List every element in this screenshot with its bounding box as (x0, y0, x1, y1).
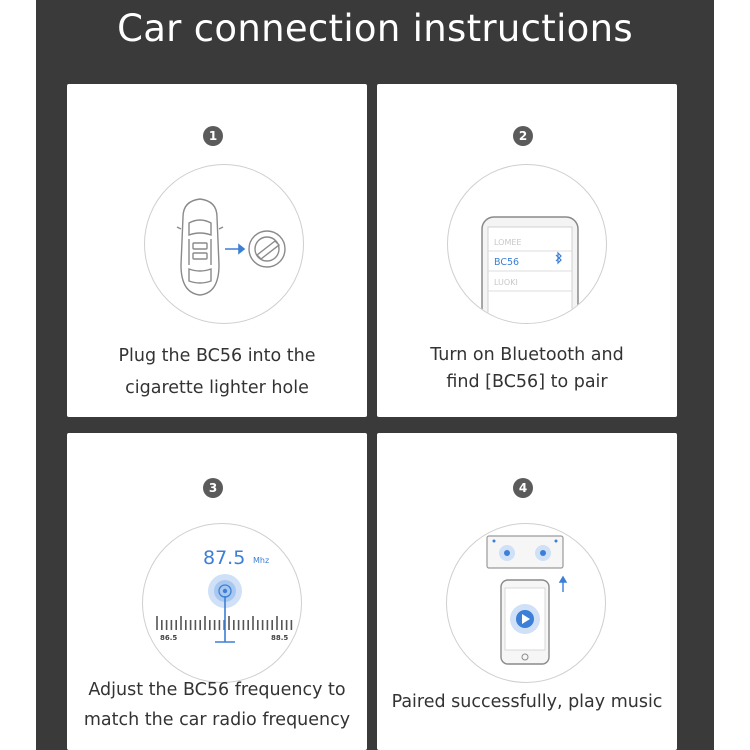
arrow-right-icon (225, 243, 246, 255)
device-list-item: LUOKI (494, 278, 518, 287)
frequency-tuning-illustration: 87.5 Mhz 86.5 88.5 (142, 523, 302, 683)
step-number-3: 3 (203, 478, 223, 498)
instructions-page: Car connection instructions 1 (36, 0, 714, 750)
radio-dial-icon: 87.5 Mhz 86.5 88.5 (156, 547, 293, 643)
caption-line: find [BC56] to pair (446, 372, 608, 392)
arrow-up-icon (558, 575, 568, 592)
play-music-illustration (446, 523, 606, 683)
step-card-1: 1 (67, 84, 367, 417)
step-number-4: 4 (513, 478, 533, 498)
car-plug-illustration (144, 164, 304, 324)
caption-line: match the car radio frequency (83, 710, 351, 730)
step-1-caption: Plug the BC56 into the cigarette lighter… (67, 340, 367, 404)
dial-min-label: 86.5 (160, 634, 177, 642)
caption-line: Turn on Bluetooth and (430, 345, 624, 365)
step-3-caption: Adjust the BC56 frequency to match the c… (67, 675, 367, 735)
device-list-item: LOMEE (494, 238, 521, 247)
device-list-item-selected: BC56 (494, 257, 519, 268)
caption-line: Adjust the BC56 frequency to (88, 680, 346, 700)
bluetooth-icon (555, 251, 562, 265)
page-title: Car connection instructions (117, 7, 633, 50)
signal-icon (208, 574, 242, 608)
caption-line: Plug the BC56 into the (118, 346, 316, 366)
play-icon (510, 604, 540, 634)
step-card-2: 2 LOMEE BC56 LUOKI Turn on Blueto (377, 84, 677, 417)
step-4-caption: Paired successfully, play music (377, 687, 677, 717)
frequency-unit: Mhz (253, 556, 269, 565)
phone-icon: LOMEE BC56 LUOKI (481, 216, 579, 323)
speaker-icon (486, 535, 564, 569)
step-2-caption: Turn on Bluetooth and find [BC56] to pai… (377, 342, 677, 396)
step-card-4: 4 (377, 433, 677, 750)
step-number-2: 2 (513, 126, 533, 146)
frequency-value: 87.5 (203, 547, 245, 569)
cigarette-lighter-icon (248, 230, 286, 268)
caption-line: Paired successfully, play music (391, 692, 663, 712)
caption-line: cigarette lighter hole (125, 378, 309, 398)
car-icon (176, 198, 224, 296)
bluetooth-pair-illustration: LOMEE BC56 LUOKI (447, 164, 607, 324)
step-card-3: 3 87.5 Mhz 86.5 88.5 Adjust the BC56 fre… (67, 433, 367, 750)
dial-max-label: 88.5 (271, 634, 288, 642)
step-number-1: 1 (203, 126, 223, 146)
